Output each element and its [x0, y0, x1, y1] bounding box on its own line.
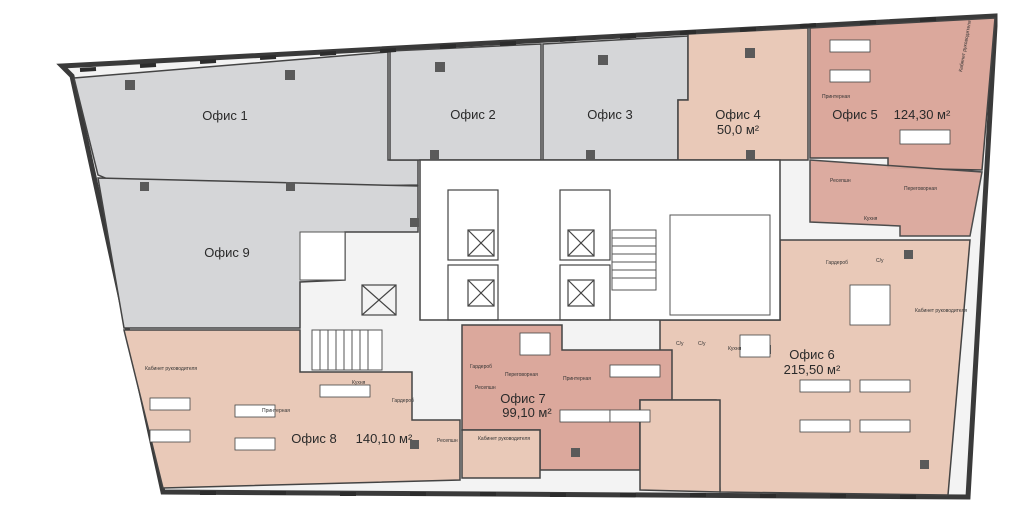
desks: [149, 39, 951, 451]
stairs: [311, 229, 657, 371]
room-wc-o6: С/у: [876, 258, 884, 264]
office-1-label: Офис 1: [202, 108, 247, 123]
office-3-area[interactable]: [542, 35, 689, 161]
room-reception-o8: Ресепшн: [437, 438, 458, 444]
room-reception-o7: Ресепшн: [475, 385, 496, 391]
room-printer-o8: Принтерная: [262, 408, 290, 414]
office-8-area[interactable]: [123, 329, 461, 489]
office-5-area-label: 124,30 м²: [894, 107, 951, 122]
room-kitchen-o8: Кухня: [352, 380, 366, 386]
room-reception-o5: Ресепшн: [830, 178, 851, 184]
office-4-label: Офис 4: [715, 107, 760, 122]
room-wardrobe-o6: Гардероб: [826, 260, 848, 266]
office-5-label: Офис 5: [832, 107, 877, 122]
office-4-area[interactable]: [677, 27, 809, 161]
room-kitchen-o6: Кухня: [728, 346, 742, 352]
office-4-area-label: 50,0 м²: [717, 122, 760, 137]
office-7-label: Офис 7: [500, 391, 545, 406]
room-director-o6: Кабинет руководителя: [915, 308, 967, 314]
room-printer-o5: Принтерная: [822, 94, 850, 100]
room-printer-o7: Принтерная: [563, 376, 591, 382]
office-8-label: Офис 8: [291, 431, 336, 446]
office-2-label: Офис 2: [450, 107, 495, 122]
office-3-label: Офис 3: [587, 107, 632, 122]
room-meeting-o7: Переговорная: [505, 372, 538, 378]
room-meeting-o5: Переговорная: [904, 186, 937, 192]
room-director-o8: Кабинет руководителя: [145, 366, 197, 372]
office-7-tan[interactable]: [461, 429, 541, 479]
office-7-tan-right[interactable]: [639, 399, 721, 493]
office-2-area[interactable]: [389, 43, 542, 161]
office-6-label: Офис 6: [789, 347, 834, 362]
office-7-area-label: 99,10 м²: [502, 405, 552, 420]
room-wardrobe-o7: Гардероб: [470, 364, 492, 370]
room-wc-o6c: С/у: [698, 341, 706, 347]
wc-blocks: [299, 214, 771, 316]
office-6-area-label: 215,50 м²: [784, 362, 841, 377]
office-9-label: Офис 9: [204, 245, 249, 260]
room-wardrobe-o8: Гардероб: [392, 398, 414, 404]
office-8-area-label: 140,10 м²: [356, 431, 413, 446]
elevator-shafts: [361, 189, 611, 321]
facade-ticks: [79, 17, 937, 499]
room-wc-o6b: С/у: [676, 341, 684, 347]
room-director-o7: Кабинет руководителя: [478, 436, 530, 442]
office-5-lower[interactable]: [809, 159, 983, 237]
room-kitchen-o5: Кухня: [864, 216, 878, 222]
